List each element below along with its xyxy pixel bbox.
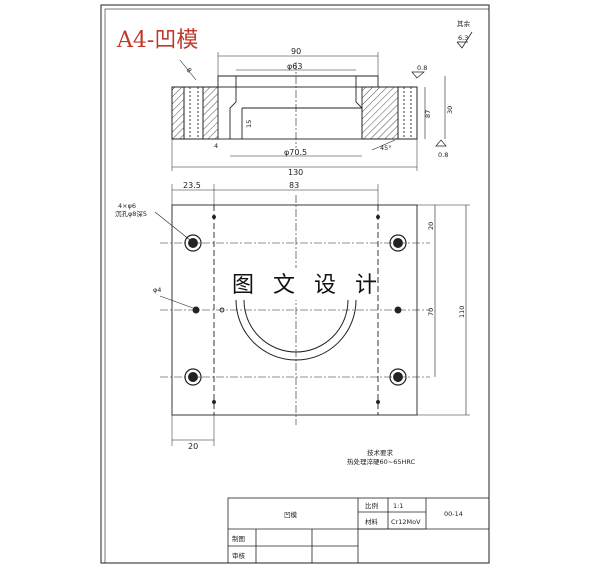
roughness-top-value: 0.8 bbox=[417, 64, 427, 72]
watermark-bg bbox=[226, 268, 372, 300]
pin-hole-inner-left bbox=[219, 307, 225, 313]
dim-left-mark: 4 bbox=[214, 142, 218, 150]
dim-right-height-1: 87 bbox=[424, 110, 432, 118]
dim-left-small: 8 bbox=[184, 66, 193, 74]
material-value: Cr12MoV bbox=[391, 518, 421, 526]
roughness-bottom-mark: 0.8 bbox=[435, 139, 448, 159]
roughness-other-label: 其余 bbox=[457, 19, 471, 28]
dim-right-height-2: 30 bbox=[446, 106, 454, 114]
roughness-top-mark: 0.8 bbox=[411, 64, 427, 79]
title-block bbox=[227, 497, 490, 564]
checked-by-label: 审核 bbox=[232, 551, 246, 560]
counterbore-hole-top-right bbox=[389, 234, 407, 252]
scale-label: 比例 bbox=[365, 501, 378, 510]
part-name: 凹模 bbox=[284, 510, 298, 519]
dim-hole-spacing: 83 bbox=[289, 181, 299, 190]
dim-right-angle: 45° bbox=[380, 144, 392, 152]
title-block-text: 凹模 比例 1:1 材料 Cr12MoV 00-14 制图 审核 bbox=[232, 501, 463, 560]
watermark-text: 图 文 设 计 bbox=[232, 273, 383, 298]
dim-left-offset: 23.5 bbox=[183, 181, 201, 190]
front-section-view bbox=[171, 52, 446, 171]
counterbore-hole-top-left bbox=[184, 234, 202, 252]
counterbore-hole-bottom-right bbox=[389, 368, 407, 386]
dim-right-mid: 70 bbox=[427, 308, 435, 316]
drawn-by-label: 制图 bbox=[232, 534, 245, 543]
hole-note-line-1: 4×φ6 bbox=[118, 202, 136, 210]
front-view-dimensions: 90 φ63 8 87 30 45° 4 15 φ70.5 130 0.8 0.… bbox=[184, 47, 454, 177]
top-view-dimensions: 23.5 83 4×φ6 沉孔φ8深5 φ4 20 70 110 20 bbox=[115, 181, 466, 451]
dim-total-width: 130 bbox=[288, 168, 303, 177]
dim-top-width: 90 bbox=[291, 47, 301, 56]
top-plan-view bbox=[154, 184, 470, 446]
roughness-other-mark: 其余 6.3 bbox=[456, 19, 473, 49]
dim-bottom-dia: φ70.5 bbox=[284, 148, 307, 157]
roughness-bottom-value: 0.8 bbox=[438, 151, 448, 159]
material-label: 材料 bbox=[365, 517, 379, 526]
dim-right-total: 110 bbox=[458, 306, 466, 318]
drawing-number: 00-14 bbox=[444, 510, 463, 518]
dim-right-top: 20 bbox=[427, 222, 435, 230]
pin-hole-left bbox=[192, 306, 200, 314]
dim-depth: 15 bbox=[245, 120, 253, 128]
dim-bottom-left: 20 bbox=[188, 442, 198, 451]
dim-bore-dia: φ63 bbox=[287, 62, 302, 71]
dim-pin-dia: φ4 bbox=[153, 286, 161, 294]
counterbore-hole-bottom-left bbox=[184, 368, 202, 386]
scale-value: 1:1 bbox=[393, 502, 403, 510]
sheet-title: A4-凹模 bbox=[116, 28, 198, 53]
hole-note-line-2: 沉孔φ8深5 bbox=[115, 209, 147, 218]
roughness-other-value: 6.3 bbox=[458, 34, 468, 42]
tech-req-title: 技术要求 bbox=[367, 448, 394, 457]
tech-req-text: 热处理淬硬60~65HRC bbox=[347, 457, 416, 466]
pin-hole-right bbox=[394, 306, 402, 314]
